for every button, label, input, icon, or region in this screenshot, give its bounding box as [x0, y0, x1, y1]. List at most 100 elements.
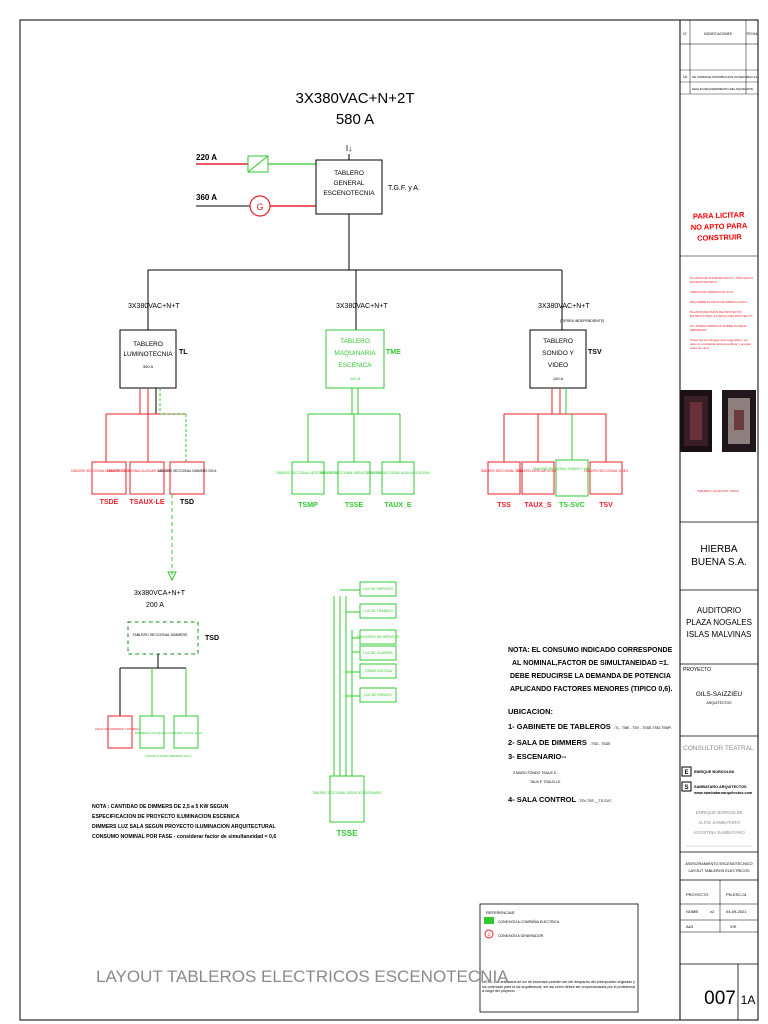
tsv-video-text: TABLERO SECCIONAL VIDEO — [584, 469, 629, 473]
tsv-video-tag: TSV — [599, 502, 613, 509]
project-name-3: ISLAS MALVINAS — [687, 630, 752, 639]
taux-s-text: TABLERO AUXILIAR SONIDO — [516, 469, 560, 473]
note-left-2: ESPECIFICACION DE PROYECTO ILUMINACION E… — [92, 814, 240, 820]
dimmers-sala-box — [139, 715, 165, 749]
tsv-supply: 3X380VAC+N+T — [538, 303, 590, 310]
note-left-3: DIMMERS LUZ SALA SEGUN PROYECTO ILUMINAC… — [92, 824, 277, 830]
field-2-value2: 04-09-2021 — [726, 909, 747, 914]
tsde-box — [91, 461, 127, 495]
title-block-frame — [679, 19, 759, 1021]
tss-tag: TSS — [497, 502, 511, 509]
consultor-logo-1 — [681, 766, 692, 777]
note-right-4: APLICANDO FACTORES MENORES (TIPICO 0,6). — [510, 686, 672, 693]
tsd-feeder-box — [169, 461, 205, 495]
supply-amps: 580 A — [336, 111, 374, 128]
main-board-line3: ESCENOTECNIA — [323, 190, 375, 197]
tablero-luz-sala-box — [173, 715, 199, 749]
taux-e-text: TABLERO SECCIONAL AUXILIAR ESCENA — [366, 471, 430, 475]
taux-s-tag: TAUX_S — [524, 502, 551, 509]
tl-supply: 3X380VAC+N+T — [128, 303, 180, 310]
field-1-value: PN-ESC-01 — [726, 892, 748, 897]
legend-note-wrap: NOTA: Los artefactos de luz de escenario… — [482, 980, 635, 993]
legend-box — [479, 903, 639, 1013]
field-3-value2: V/E — [730, 924, 737, 929]
warning-6: Todas las tecnologias aqui sugeridas y p… — [690, 338, 752, 350]
tl-box — [119, 329, 177, 389]
tsde-tag: TSDE — [100, 499, 119, 506]
tsse-box — [337, 461, 371, 495]
supply-label: 3X380VAC+N+2T — [296, 90, 415, 107]
dimmers-sala-caption: CIRCUITO PARA DIMMERS SALA — [145, 754, 192, 758]
drawing-title: LAYOUT TABLEROS ELECTRICOS ESCENOTECNIA — [96, 967, 509, 986]
tsd-supply: 3x380VCA+N+T — [134, 590, 186, 597]
rev-row-1-date: 7-12-21 — [747, 75, 758, 79]
ts-svc-box — [555, 459, 589, 497]
tme-supply: 3X380VAC+N+T — [336, 303, 388, 310]
stamp-line-2: NO APTO PARA — [691, 221, 748, 232]
warning-3: REQUIERE PLANOS DE FABRICACION — [690, 300, 747, 304]
ubicacion-item-1-detail: - TL - TME - TSV - TSSE-TSM-TSMP- — [613, 726, 673, 730]
note-right-2: AL NOMINAL,FACTOR DE SIMULTANEIDAD =1. — [512, 660, 669, 667]
ubicacion-item-1-label: 1- GABINETE DE TABLEROS — [508, 722, 613, 731]
rev-header-date: FECHA — [747, 32, 759, 36]
warning-1: PLANOS DE ANTEPROYECTO. PROYECTO ESCENOT… — [690, 276, 753, 284]
tsse-branch-1-label: LUZ DE SERVICIO — [363, 587, 393, 591]
ubicacion-item-2-label: 2- SALA DE DIMMERS — [508, 738, 589, 747]
ubicacion-item-3: 3- ESCENARIO-- — [508, 752, 567, 761]
tsse-main-text: TABLERO SECCIONAL SERVICIO ESCENARIO — [312, 791, 382, 795]
photo-caption: TABLERO LAVAPLANT TIPICO — [697, 489, 740, 493]
consultor-web: www.sambataroarquitectos.com — [693, 791, 753, 795]
tsv-note: (TIERRA INDEPENDIENTE) — [560, 319, 604, 323]
tsse-branch-5 — [359, 663, 397, 679]
tss-box — [487, 461, 521, 495]
field-1-label: PROYECTO — [686, 892, 708, 897]
team-1: ENRIQUE BORGOLINI — [696, 810, 743, 815]
tsmp-box — [291, 461, 325, 495]
ubicacion-item-1: 1- GABINETE DE TABLEROS - TL - TME - TSV… — [508, 722, 673, 731]
tablero-luz-sala-text: TABLERO LUZ de SALA — [170, 731, 203, 735]
tme-box — [325, 329, 385, 389]
tsmp-text: TABLERO SECCIONAL MOTORES ESCENA — [276, 471, 342, 475]
tsv-line2: SONIDO Y — [542, 350, 574, 357]
warnings-wrap: PLANOS DE ANTEPROYECTO. PROYECTO ESCENOT… — [690, 276, 753, 350]
tsv-tag: TSV — [588, 349, 602, 356]
legend-title: REFERENCIAS — [486, 910, 515, 915]
main-board-line1: TABLERO — [334, 170, 364, 177]
svg-text:E: E — [684, 770, 688, 776]
tsse-branch-3 — [359, 629, 397, 645]
legend-company-icon — [484, 917, 494, 924]
tsd-text: TABLERO SECCIONAL DIMMERS — [133, 633, 188, 637]
legend-item-2: CONEXION A GENERADOR — [498, 934, 544, 938]
tsd-tag: TSD — [205, 635, 219, 642]
client-line-2: BUENA S.A. — [691, 557, 747, 568]
tsse-branch-6-label: LUZ DE ENSAYO — [364, 693, 392, 697]
note-right-3: DEBE REDUCIRSE LA DEMANDA DE POTENCIA — [510, 673, 671, 680]
tsmp-tag: TSMP — [298, 502, 318, 509]
meter-symbol: I↓ — [346, 144, 352, 153]
tsv-amps: 140 A — [553, 376, 564, 381]
ts-svc-text: TABLERO SECCIONAL SONIDO Y VIDEO CONSUMO — [533, 467, 612, 471]
tsse-main-box — [329, 775, 365, 823]
ubicacion-sub-3b: TAUX E TSAUX-LE — [530, 780, 561, 784]
tme-tag: TME — [386, 349, 401, 356]
main-board-box — [315, 159, 383, 215]
ts-svc-tag: TS-SVC — [559, 502, 585, 509]
taux-s-box — [521, 461, 555, 495]
ubicacion-sub-3a: 3 MURO FONDO TSAUX S - — [513, 771, 559, 775]
tsv-line3: VIDEO — [548, 362, 568, 369]
rev-header-n: N° — [683, 32, 687, 36]
sheet-number: 007 — [704, 988, 736, 1009]
tsse-branch-4-label: LUZ DE GUARDIA — [363, 651, 393, 655]
ubicacion-item-2: 2- SALA DE DIMMERS - TSD - TSDE — [508, 738, 611, 747]
client-line-1: HIERBA — [700, 544, 738, 555]
rev-row-1-text: SE CORRIGE DISTRIBUCION POTENCIA — [692, 75, 749, 79]
tsaux-le-text: TABLERO SECCIONAL AUXILIAR LUZ ESCENICA … — [107, 469, 188, 473]
tl-amps: 300 A — [143, 364, 154, 369]
tsse-text: TABLERO SECCIONAL SERVICIO ESCENARIO — [319, 471, 389, 475]
consultor-label: CONSULTOR TEATRAL — [683, 745, 754, 752]
consultor-line-1: ENRIQUE BORGOLINI — [694, 770, 734, 774]
tsse-branch-2 — [359, 603, 397, 619]
stamp-line-1: PARA LICITAR — [693, 210, 745, 221]
taux-e-box — [381, 461, 415, 495]
svg-text:S: S — [684, 785, 688, 791]
